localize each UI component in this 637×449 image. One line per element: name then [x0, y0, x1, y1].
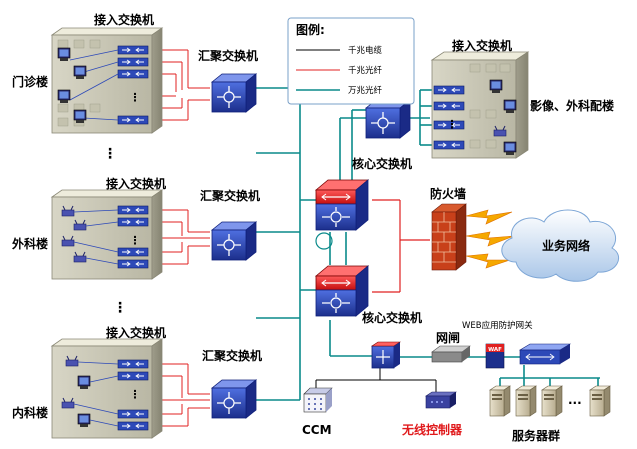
server-access-switch: [371, 341, 401, 369]
building-outpatient: ⋮: [50, 27, 164, 134]
gateway-device: [431, 345, 471, 363]
agg-switch-surgery: [211, 221, 257, 261]
ellipsis-buildings-2: ⋮: [113, 300, 127, 316]
connection-lines: [150, 49, 600, 427]
label-server-ellipsis: ...: [568, 393, 582, 407]
ccm-device: [303, 387, 333, 413]
firewall-icon: [431, 203, 467, 271]
legend: 图例: 千兆电缆 千兆光纤 万兆光纤: [287, 17, 415, 105]
imaging-uplink-switch: [365, 99, 411, 139]
waf-device: WAF: [485, 343, 505, 369]
label-server-group: 服务器群: [512, 428, 560, 443]
label-agg-internal: 汇聚交换机: [202, 348, 262, 363]
label-waf: WEB应用防护网关: [462, 320, 533, 331]
label-core-bottom: 核心交换机: [362, 310, 422, 325]
label-access-surgery: 接入交换机: [106, 176, 166, 191]
building-internal: ⋮: [50, 338, 164, 439]
label-core-top: 核心交换机: [352, 156, 412, 171]
agg-switch-internal: [211, 379, 257, 419]
svg-text:⋮: ⋮: [447, 118, 458, 131]
server-1: [489, 385, 511, 417]
server-4: [589, 385, 611, 417]
svg-text:⋮: ⋮: [130, 91, 141, 104]
label-building-surgery: 外科楼: [12, 236, 48, 251]
building-surgery: ⋮: [50, 189, 164, 280]
label-access-imaging: 接入交换机: [452, 38, 512, 53]
server-3: [541, 385, 563, 417]
label-building-imaging: 影像、外科配楼: [530, 98, 614, 113]
server-distribution-switch: [518, 343, 572, 365]
label-ccm: CCM: [302, 423, 332, 437]
waf-badge: WAF: [488, 347, 502, 353]
label-access-internal: 接入交换机: [106, 325, 166, 340]
legend-label-copper: 千兆电缆: [348, 45, 383, 56]
core-switch-top: [315, 179, 369, 231]
label-firewall: 防火墙: [430, 186, 466, 201]
agg-switch-outpatient: [211, 73, 257, 113]
building-imaging: ⋮: [430, 51, 530, 159]
label-agg-outpatient: 汇聚交换机: [198, 48, 258, 63]
label-agg-surgery: 汇聚交换机: [200, 188, 260, 203]
label-building-outpatient: 门诊楼: [12, 74, 48, 89]
label-access-outpatient: 接入交换机: [94, 12, 154, 27]
label-business-network: 业务网络: [542, 238, 590, 253]
legend-title: 图例:: [296, 22, 325, 37]
ellipsis-buildings-1: ⋮: [103, 146, 117, 162]
legend-label-tengig-fiber: 万兆光纤: [348, 85, 383, 96]
svg-text:⋮: ⋮: [130, 388, 141, 401]
svg-text:⋮: ⋮: [130, 234, 141, 247]
server-2: [515, 385, 537, 417]
label-building-internal: 内科楼: [12, 405, 48, 420]
legend-label-gig-fiber: 千兆光纤: [348, 65, 383, 76]
label-gateway: 网闸: [436, 330, 460, 345]
wireless-controller-device: [425, 391, 457, 409]
label-wireless-controller: 无线控制器: [401, 422, 463, 437]
core-switch-bottom: [315, 265, 369, 317]
cloud-icon: [501, 209, 619, 282]
